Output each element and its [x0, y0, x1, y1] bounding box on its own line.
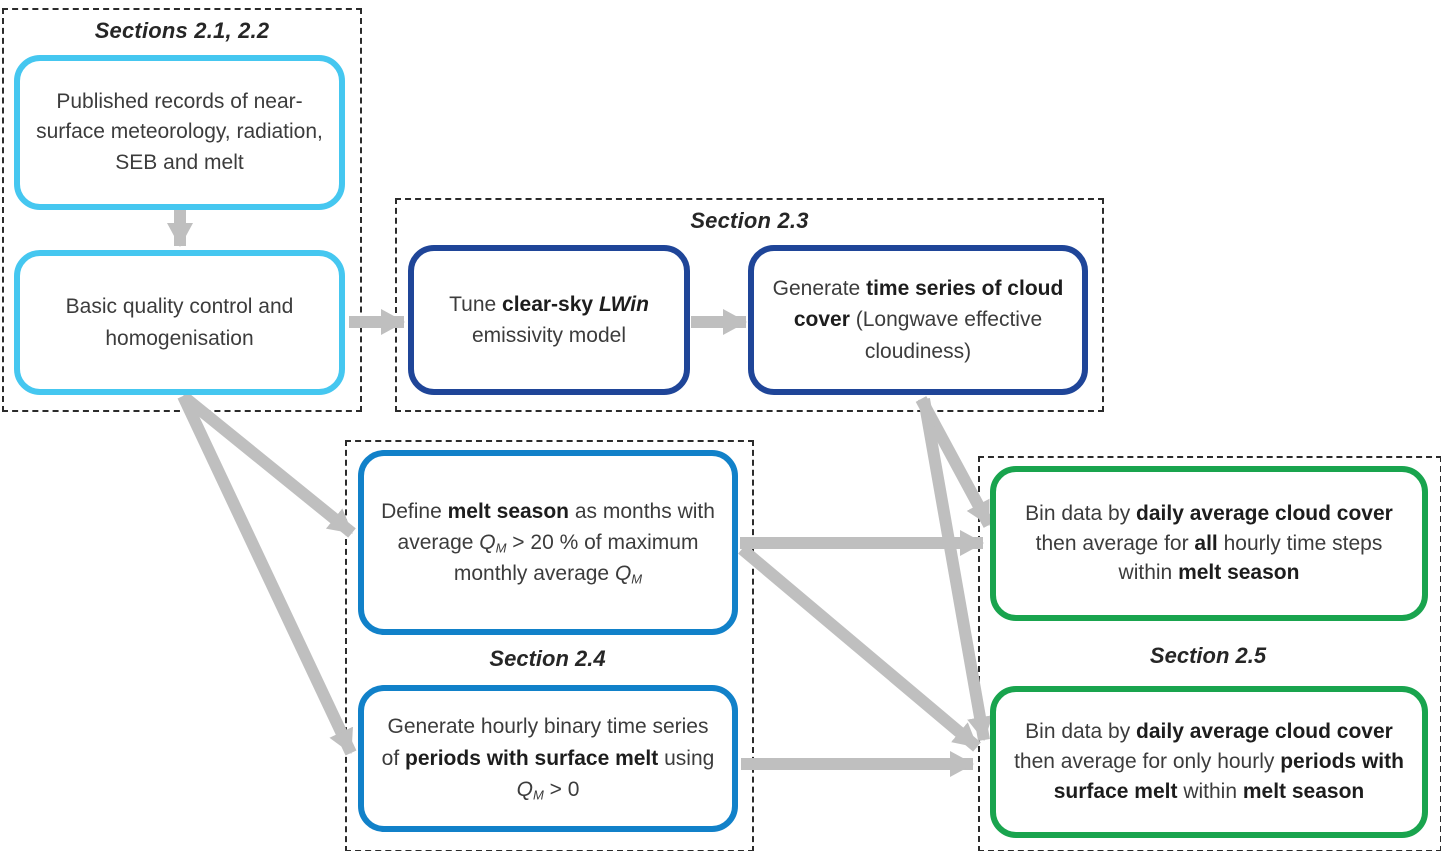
box-tune-lwin-model: Tune clear-sky LWin emissivity model [408, 245, 690, 395]
box-binary-melt-series: Generate hourly binary time series of pe… [358, 685, 738, 832]
group-label-section-2-4: Section 2.4 [489, 646, 606, 671]
box-bin-melt-periods: Bin data by daily average cloud cover th… [990, 686, 1428, 838]
arrow-cloud-cover-to-bin-melt [918, 397, 993, 742]
box-bin-all-hours: Bin data by daily average cloud cover th… [990, 466, 1428, 621]
arrow-melt-season-to-bin-melt [738, 544, 981, 752]
box-define-melt-season: Define melt season as months with averag… [358, 450, 738, 635]
box-published-records: Published records of near-surface meteor… [14, 55, 345, 210]
group-label-section-2-3: Section 2.3 [690, 208, 809, 233]
group-label-section-2-5: Section 2.5 [1149, 643, 1267, 668]
box-cloud-cover-series: Generate time series of cloud cover (Lon… [748, 245, 1088, 395]
group-label-sections-2-1-2-2: Sections 2.1, 2.2 [94, 18, 270, 43]
group-section-2-3: Section 2.3 [395, 198, 1104, 412]
arrow-qc-to-binary-melt [177, 393, 357, 756]
arrow-qc-to-melt-season [179, 391, 356, 538]
box-quality-control: Basic quality control and homogenisation [14, 250, 345, 395]
